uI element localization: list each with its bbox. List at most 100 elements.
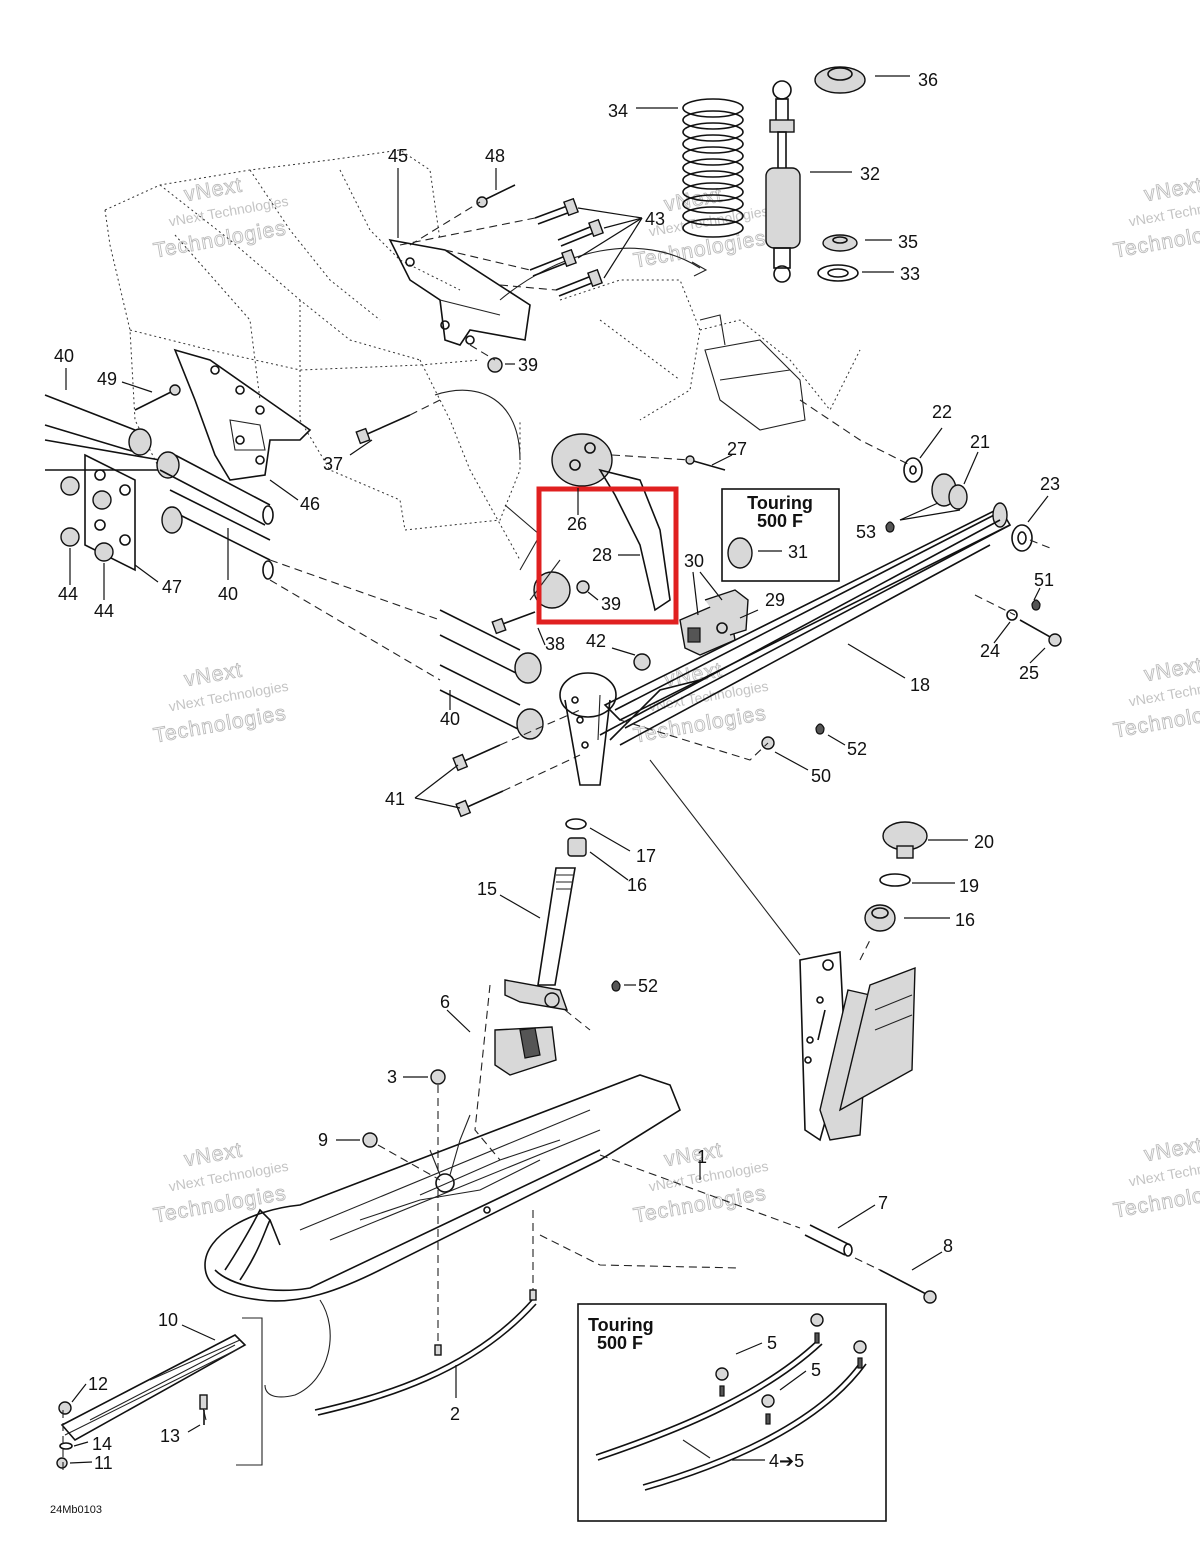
bracket-dashes — [474, 984, 591, 1161]
callout-47: 47 — [162, 577, 182, 597]
bolt-27 — [611, 454, 726, 471]
callout-2: 2 — [450, 1404, 460, 1424]
washer-22 — [903, 457, 923, 483]
callout-40: 40 — [54, 346, 74, 366]
highlight-box — [536, 486, 679, 625]
callout-30: 30 — [684, 551, 704, 571]
rods-40-lower — [269, 559, 544, 740]
callout-32: 32 — [860, 164, 880, 184]
callout-43: 43 — [645, 209, 665, 229]
spring-cup-36 — [814, 66, 866, 94]
callout-11: 11 — [94, 1453, 113, 1473]
callout-26: 26 — [567, 514, 587, 534]
bolt-8 — [539, 1234, 937, 1304]
callout-52: 52 — [638, 976, 658, 996]
nut-12 — [58, 1401, 72, 1415]
callout-20: 20 — [974, 832, 994, 852]
nut-39-upper — [469, 344, 503, 373]
callout-7: 7 — [878, 1193, 888, 1213]
callout-42: 42 — [586, 631, 606, 651]
inset-subtitle: 500 F — [757, 511, 803, 531]
grease-53 — [885, 502, 961, 533]
spring-34 — [682, 98, 744, 238]
svg-text:vNext: vNext — [1142, 653, 1200, 686]
watermark: vNext vNext Technologies Technologies — [1111, 173, 1200, 263]
bolts-43 — [399, 197, 643, 297]
callout-21: 21 — [970, 432, 990, 452]
plate-46 — [173, 348, 312, 481]
drawing-code: 24Mb0103 — [50, 1504, 102, 1516]
callout-50: 50 — [811, 766, 831, 786]
rivet-48 — [409, 184, 516, 246]
callout-10: 10 — [158, 1310, 178, 1330]
callout-28: 28 — [592, 545, 612, 565]
callout-40: 40 — [218, 584, 238, 604]
spacer-7 — [599, 1154, 853, 1257]
callout-49: 49 — [97, 369, 117, 389]
inset-box-touring-upper: Touring 500 F — [721, 488, 840, 582]
bolts-41 — [452, 709, 581, 818]
callout-22: 22 — [932, 402, 952, 422]
spindle-15 — [537, 867, 576, 986]
callout-5: 5 — [767, 1333, 777, 1353]
callout-16: 16 — [627, 875, 647, 895]
callout-23: 23 — [1040, 474, 1060, 494]
plate-47 — [84, 453, 136, 572]
spindle-leg — [649, 759, 916, 1142]
callout-leader-lines — [65, 75, 1049, 1464]
callout-5: 5 — [811, 1360, 821, 1380]
o-ring-17 — [565, 818, 587, 830]
callout-12: 12 — [88, 1374, 108, 1394]
callout-33: 33 — [900, 264, 920, 284]
callout-29: 29 — [765, 590, 785, 610]
callout-40: 40 — [440, 709, 460, 729]
spring-seat-35 — [822, 234, 858, 252]
nut-3 — [430, 1069, 446, 1175]
callout-39: 39 — [601, 594, 621, 614]
rivet-49 — [134, 384, 181, 411]
callout-24: 24 — [980, 641, 1000, 661]
callout-46: 46 — [300, 494, 320, 514]
watermark: vNext vNext Technologies Technologies — [1111, 1133, 1200, 1223]
washer-14 — [59, 1442, 73, 1450]
bolt-37 — [355, 399, 441, 445]
callout-31: 31 — [788, 542, 808, 562]
callout-9: 9 — [318, 1130, 328, 1150]
callout-38: 38 — [545, 634, 565, 654]
bushing-16-right — [864, 904, 896, 932]
callout-53: 53 — [856, 522, 876, 542]
watermark: vNext vNext Technologies Technologies — [631, 1138, 769, 1228]
ski-1 — [204, 1074, 681, 1398]
rubber-stopper-6 — [494, 1026, 557, 1076]
svg-text:vNext: vNext — [1142, 173, 1200, 206]
callout-14: 14 — [92, 1434, 112, 1454]
bracket-line — [236, 1317, 263, 1466]
callout-27: 27 — [727, 439, 747, 459]
callout-19: 19 — [959, 876, 979, 896]
callout-51: 51 — [1034, 570, 1054, 590]
nuts-44 — [60, 476, 114, 562]
shock-absorber-32 — [765, 80, 801, 283]
callout-3: 3 — [387, 1067, 397, 1087]
grease-51 — [1031, 599, 1041, 611]
callout-17: 17 — [636, 846, 656, 866]
inset-box-touring-lower: Touring 500 F — [577, 1303, 887, 1522]
callout-39: 39 — [518, 355, 538, 375]
bolt-25 — [974, 594, 1062, 647]
grease-fitting-50 — [619, 719, 775, 761]
callout-48: 48 — [485, 146, 505, 166]
bolt-38 — [491, 611, 536, 635]
spindle-housing — [559, 672, 617, 786]
grease-52-upper — [815, 723, 825, 735]
callout-8: 8 — [943, 1236, 953, 1256]
callout-37: 37 — [323, 454, 343, 474]
watermark: vNext vNext Technologies Technologies — [1111, 653, 1200, 743]
watermark: vNext vNext Technologies Technologies — [151, 1138, 289, 1228]
washer-33 — [817, 264, 859, 282]
watermark: vNext vNext Technologies Technologies — [151, 658, 289, 748]
bracket-45 — [388, 238, 531, 346]
rods-40-upper — [44, 394, 274, 580]
callout-16: 16 — [955, 910, 975, 930]
ski-leg-bracket — [504, 979, 569, 1011]
